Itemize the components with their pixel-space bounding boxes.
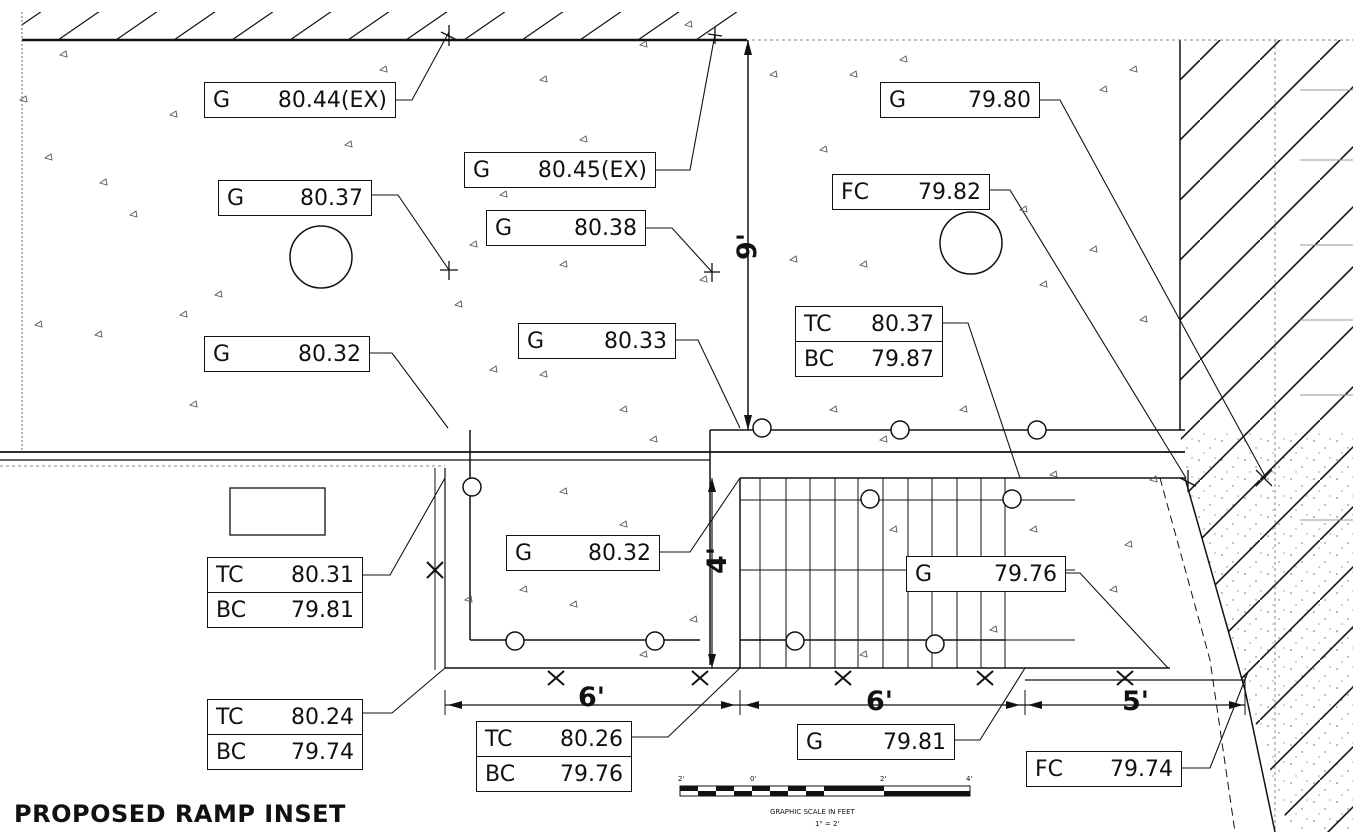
bollard-markers: [462, 418, 1047, 654]
ramp-detectable-warning: [759, 478, 1006, 668]
dimension-6ft-left: 6': [578, 682, 606, 713]
dimension-5ft: 5': [1122, 686, 1150, 717]
dimension-4ft: 4': [702, 546, 733, 574]
dimension-6ft-right: 6': [866, 686, 894, 717]
tree-well-left: [289, 225, 353, 289]
ramp-outline: [434, 430, 1170, 670]
graphic-scale-bar: [679, 785, 971, 797]
dimension-9ft: 9': [732, 232, 763, 260]
building-hatch-top: [22, 12, 747, 40]
scale-caption: GRAPHIC SCALE IN FEET: [770, 808, 855, 816]
scale-tick-4: 4': [966, 775, 973, 783]
scale-ratio: 1" = 2': [815, 820, 840, 828]
scale-tick-2: 0': [750, 775, 757, 783]
tree-well-right: [939, 211, 1003, 275]
scale-tick-3: 2': [880, 775, 887, 783]
scale-tick-1: 2': [678, 775, 685, 783]
utility-box: [229, 487, 326, 536]
drawing-title: PROPOSED RAMP INSET: [14, 800, 346, 828]
